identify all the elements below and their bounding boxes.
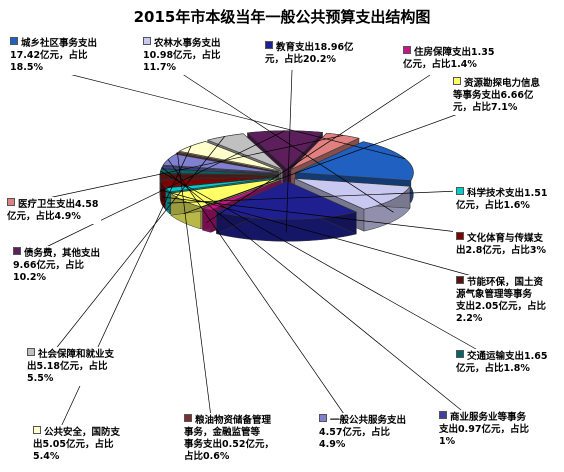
legend-swatch	[439, 411, 447, 419]
pie-slice-label: 科学技术支出1.51 亿元，占比1.6%	[453, 186, 551, 213]
legend-swatch	[403, 46, 411, 54]
legend-swatch	[143, 37, 151, 45]
legend-swatch	[456, 350, 464, 358]
pie-label-text: 城乡社区事务支出 17.42亿元，占比 18.5%	[10, 38, 98, 73]
leader-line	[285, 69, 293, 233]
pie-label-text: 商业服务业等事务 支出0.97亿元，占比 1%	[439, 412, 529, 447]
legend-swatch	[184, 414, 192, 422]
leader-line	[159, 189, 484, 280]
legend-swatch	[456, 187, 464, 195]
leader-line	[162, 196, 484, 236]
legend-swatch	[33, 426, 41, 434]
legend-swatch	[27, 348, 35, 356]
leader-line	[33, 134, 344, 202]
pie-slice-label: 债务费，其他支出 9.66亿元，占比 10.2%	[10, 246, 104, 285]
chart-title: 2015年市本级当年一般公共预算支出结构图	[133, 8, 431, 26]
pie-slice-label: 一般公共服务支出 4.57亿元，占比 4.9%	[316, 413, 410, 452]
pie-slice-label: 教育支出18.96亿 元，占比20.2%	[262, 40, 357, 67]
legend-swatch	[456, 276, 464, 284]
pie-label-text: 债务费，其他支出 9.66亿元，占比 10.2%	[13, 248, 101, 283]
legend-swatch	[10, 37, 18, 45]
pie-slice-label: 交通运输支出1.65 亿元，占比1.8%	[453, 349, 551, 376]
pie-slice-label: 公共安全，国防支 出5.05亿元，占比 5.4%	[30, 425, 124, 464]
leader-line	[59, 145, 192, 430]
pie-label-text: 科学技术支出1.51 亿元，占比1.6%	[456, 188, 548, 211]
pie-slice-label: 文化体育与传媒支 出2.8亿元，占比3%	[453, 231, 549, 258]
leader-line	[53, 136, 225, 352]
pie-label-text: 住房保障支出1.35 亿元，占比1.4%	[403, 47, 495, 70]
pie-slice-label: 商业服务业等事务 支出0.97亿元，占比 1%	[436, 410, 532, 449]
pie-label-text: 一般公共服务支出 4.57亿元，占比 4.9%	[319, 415, 407, 450]
leader-line	[169, 65, 394, 213]
pie-slice	[215, 180, 358, 220]
leader-line	[206, 74, 431, 223]
leader-line	[160, 170, 484, 354]
legend-swatch	[319, 414, 327, 422]
leader-line	[36, 65, 406, 160]
legend-swatch	[265, 41, 273, 49]
legend-swatch	[453, 77, 461, 85]
pie-label-text: 节能环保，国土资 源气象管理等事务 支出2.05亿元，占比 2.2%	[456, 277, 546, 324]
pie-slice	[178, 141, 281, 172]
pie-label-text: 公共安全，国防支 出5.05亿元，占比 5.4%	[33, 427, 121, 462]
pie-slice-label: 节能环保，国土资 源气象管理等事务 支出2.05亿元，占比 2.2%	[453, 275, 549, 326]
pie-slice-label: 城乡社区事务支出 17.42亿元，占比 18.5%	[7, 36, 101, 75]
leader-line	[183, 105, 481, 215]
pie-slice-label: 资源勘探电力信息 等事务支出6.66亿 元，占比7.1%	[450, 76, 544, 115]
pie-slice	[294, 178, 411, 210]
pie-slice	[162, 153, 279, 174]
pie-label-text: 文化体育与传媒支 出2.8亿元，占比3%	[456, 233, 546, 256]
pie-slice-label: 粮油物资储备管理 事务，金融监管等 事务支出0.52亿元， 占比0.6%	[181, 413, 277, 464]
pie-slice	[206, 133, 283, 170]
pie-slice-label: 医疗卫生支出4.58 亿元，占比4.9%	[4, 197, 102, 224]
pie-label-text: 粮油物资储备管理 事务，金融监管等 事务支出0.52亿元， 占比0.6%	[184, 415, 274, 462]
pie-slice	[290, 132, 360, 170]
pie-slice-label: 住房保障支出1.35 亿元，占比1.4%	[400, 45, 498, 72]
pie-label-text: 教育支出18.96亿 元，占比20.2%	[265, 42, 354, 65]
leader-line	[167, 159, 347, 418]
pie-label-text: 医疗卫生支出4.58 亿元，占比4.9%	[7, 199, 99, 222]
legend-swatch	[456, 232, 464, 240]
legend-swatch	[7, 198, 15, 206]
pie-slice-label: 农林水事务支出 10.98亿元，占比 11.7%	[140, 36, 224, 75]
pie-label-text: 社会保障和就业支 出5.18亿元，占比 5.5%	[27, 349, 115, 384]
leader-line	[39, 130, 286, 251]
leader-line	[177, 152, 212, 418]
pie-label-text: 农林水事务支出 10.98亿元，占比 11.7%	[143, 38, 221, 73]
pie-slice-label: 社会保障和就业支 出5.18亿元，占比 5.5%	[24, 347, 118, 386]
leader-line	[161, 167, 467, 415]
pie-label-text: 资源勘探电力信息 等事务支出6.66亿 元，占比7.1%	[453, 78, 541, 113]
legend-swatch	[13, 247, 21, 255]
pie-label-text: 交通运输支出1.65 亿元，占比1.8%	[456, 351, 548, 374]
pie-slice	[160, 175, 279, 188]
pie-slice	[201, 179, 282, 211]
leader-line	[167, 189, 484, 204]
